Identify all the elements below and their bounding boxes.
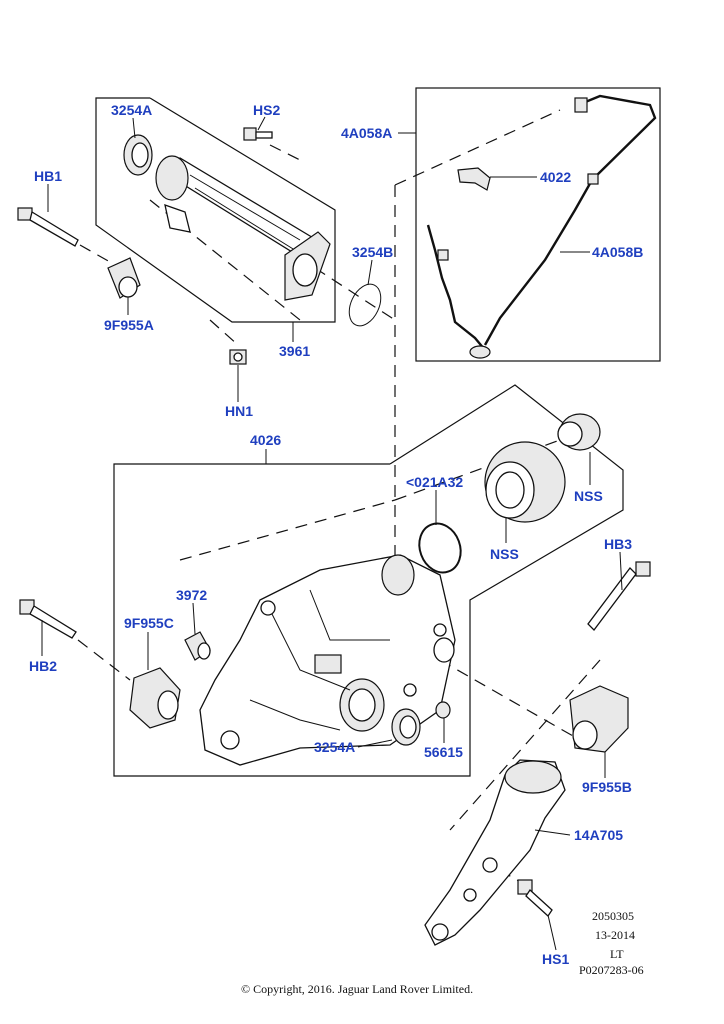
bush-3972 <box>184 631 211 661</box>
label-021a32: <021A32 <box>406 474 463 490</box>
bolt-hs2 <box>243 127 273 141</box>
label-3254a-top: 3254A <box>111 102 152 118</box>
label-hs2: HS2 <box>253 102 280 118</box>
box-driveshaft-group <box>95 97 336 323</box>
box-diff-group <box>113 384 624 777</box>
axis-line-hb1 <box>79 244 111 263</box>
label-3254a-bottom: 3254A <box>314 739 355 755</box>
plug-56615 <box>435 701 451 719</box>
axis-line-arm <box>449 659 601 831</box>
label-4a058a: 4A058A <box>341 125 392 141</box>
label-hb2: HB2 <box>29 658 57 674</box>
circlip-021a32 <box>418 522 462 574</box>
label-56615: 56615 <box>424 744 463 760</box>
axis-line-upper <box>149 199 301 321</box>
leader-3972 <box>192 602 196 635</box>
axis-line-diff <box>179 499 396 561</box>
seal-3254a-top <box>123 134 153 176</box>
breather-pipe-4a058b <box>426 94 657 359</box>
leader-3254a-bottom <box>357 739 393 748</box>
leader-3254a-top <box>132 117 136 139</box>
label-hb3: HB3 <box>604 536 632 552</box>
label-9f955b: 9F955B <box>582 779 632 795</box>
label-4022: 4022 <box>540 169 571 185</box>
label-4026: 4026 <box>250 432 281 448</box>
leader-3254b <box>367 259 373 286</box>
label-3961: 3961 <box>279 343 310 359</box>
oring-3254b <box>348 283 382 327</box>
bush-9f955a <box>107 257 141 299</box>
bolt-hb2 <box>19 599 77 639</box>
bolt-hb1 <box>17 207 79 247</box>
cap-nss <box>557 413 601 451</box>
label-9f955a: 9F955A <box>104 317 154 333</box>
label-hn1: HN1 <box>225 403 253 419</box>
seal-3254a-bottom <box>391 708 421 746</box>
label-3972: 3972 <box>176 587 207 603</box>
leader-hb3 <box>619 551 623 591</box>
bolt-hb3 <box>587 561 651 631</box>
nut-hn1 <box>229 349 247 365</box>
label-hs1: HS1 <box>542 951 569 967</box>
leader-hs2 <box>257 116 266 131</box>
leader-hs1 <box>547 914 557 951</box>
label-3254b: 3254B <box>352 244 393 260</box>
mount-9f955b <box>569 685 629 753</box>
axis-line-hn1 <box>209 319 239 346</box>
bolt-hs1 <box>517 879 553 917</box>
mount-9f955c <box>129 667 181 729</box>
arm-14a705 <box>424 759 566 946</box>
axis-line-mount <box>439 659 581 741</box>
extension-tube-3961 <box>155 155 331 301</box>
meta-region: LT <box>610 947 624 961</box>
box-breather-group <box>415 87 661 362</box>
label-14a705: 14A705 <box>574 827 623 843</box>
copyright-notice: © Copyright, 2016. Jaguar Land Rover Lim… <box>241 982 473 996</box>
label-9f955c: 9F955C <box>124 615 174 631</box>
meta-code: 2050305 <box>592 909 634 923</box>
differential-housing-4026 <box>199 554 456 766</box>
axis-line-breather <box>394 109 561 186</box>
meta-date: 13-2014 <box>595 928 635 942</box>
breather-elbow-4022 <box>457 167 491 191</box>
label-nss1: NSS <box>574 488 603 504</box>
axis-line-hs2 <box>269 144 301 161</box>
label-nss2: NSS <box>490 546 519 562</box>
meta-ref: P0207283-06 <box>579 963 644 977</box>
label-4a058b: 4A058B <box>592 244 643 260</box>
label-hb1: HB1 <box>34 168 62 184</box>
leader-14a705 <box>534 829 571 836</box>
flange-nss <box>484 441 566 523</box>
axis-line-hb2 <box>77 639 131 681</box>
